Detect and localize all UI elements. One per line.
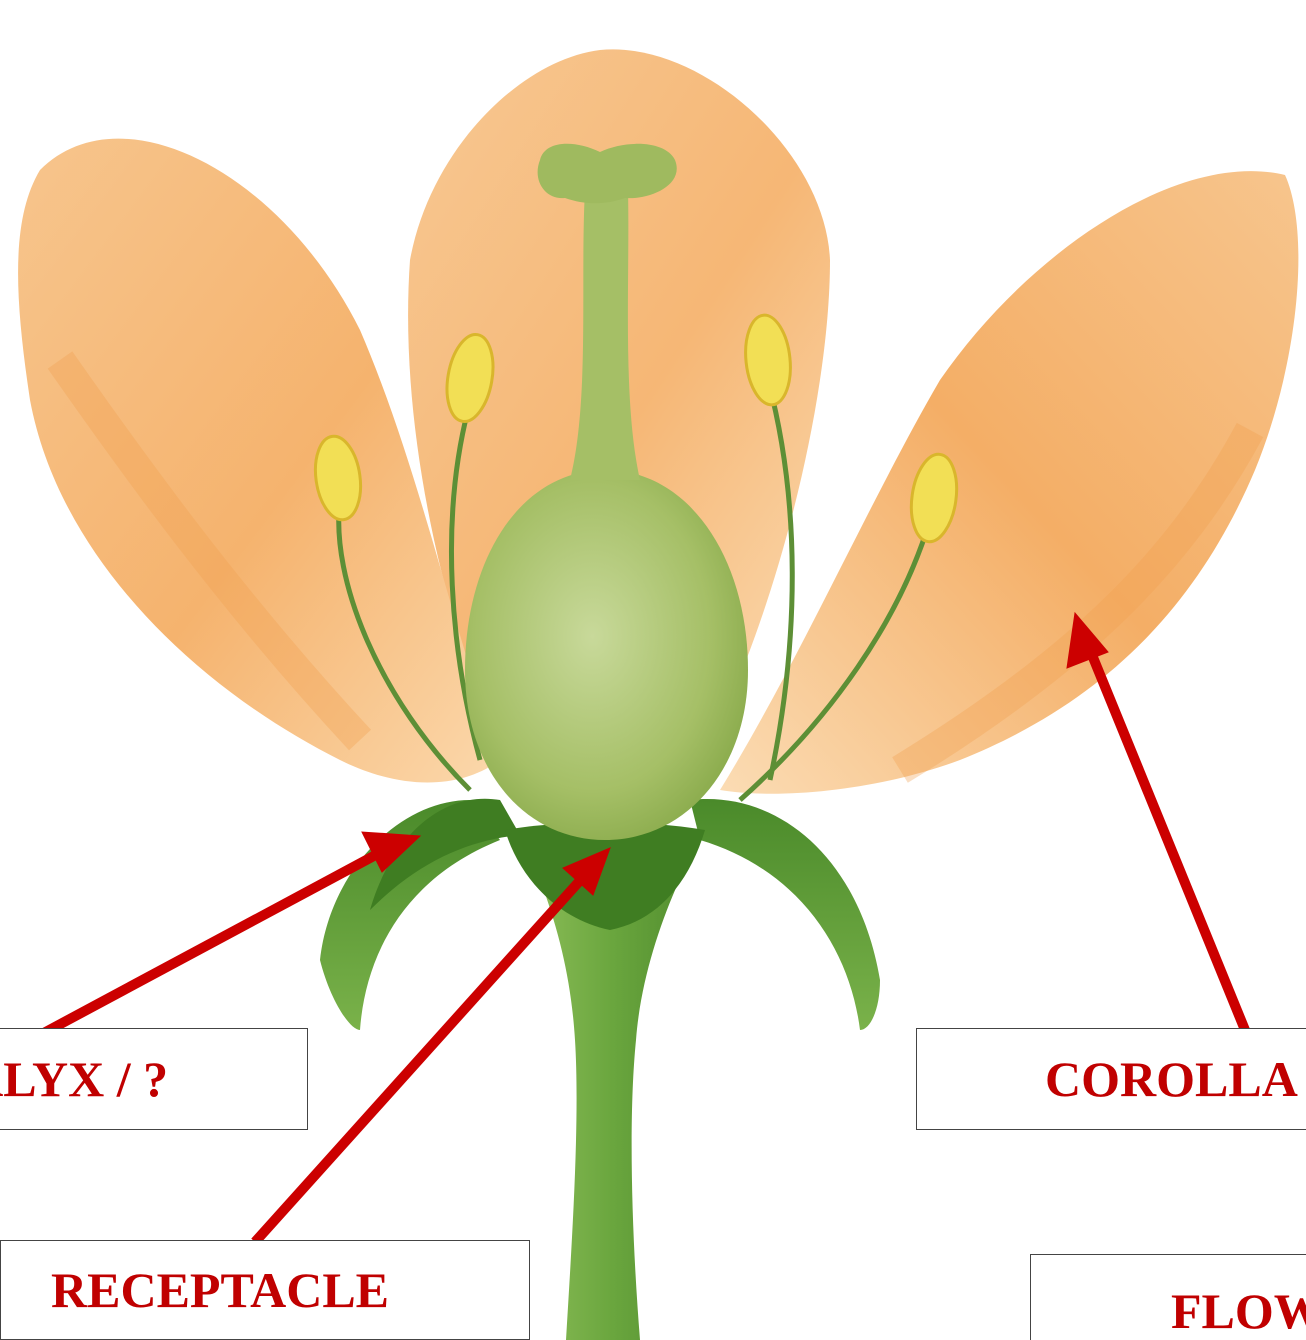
ovary: [465, 470, 748, 840]
sepal-right: [690, 799, 880, 1030]
label-calyx-text: CALYX / ?: [0, 1050, 168, 1108]
label-receptacle: RECEPTACLE: [0, 1240, 530, 1340]
arrow-receptacle: [255, 848, 610, 1242]
label-corolla: COROLLA: [916, 1028, 1306, 1130]
label-corolla-text: COROLLA: [1045, 1050, 1298, 1108]
label-flower: FLOWER: [1030, 1254, 1306, 1340]
label-receptacle-text: RECEPTACLE: [51, 1261, 389, 1319]
label-calyx: CALYX / ?: [0, 1028, 308, 1130]
label-flower-text: FLOWER: [1171, 1282, 1306, 1340]
